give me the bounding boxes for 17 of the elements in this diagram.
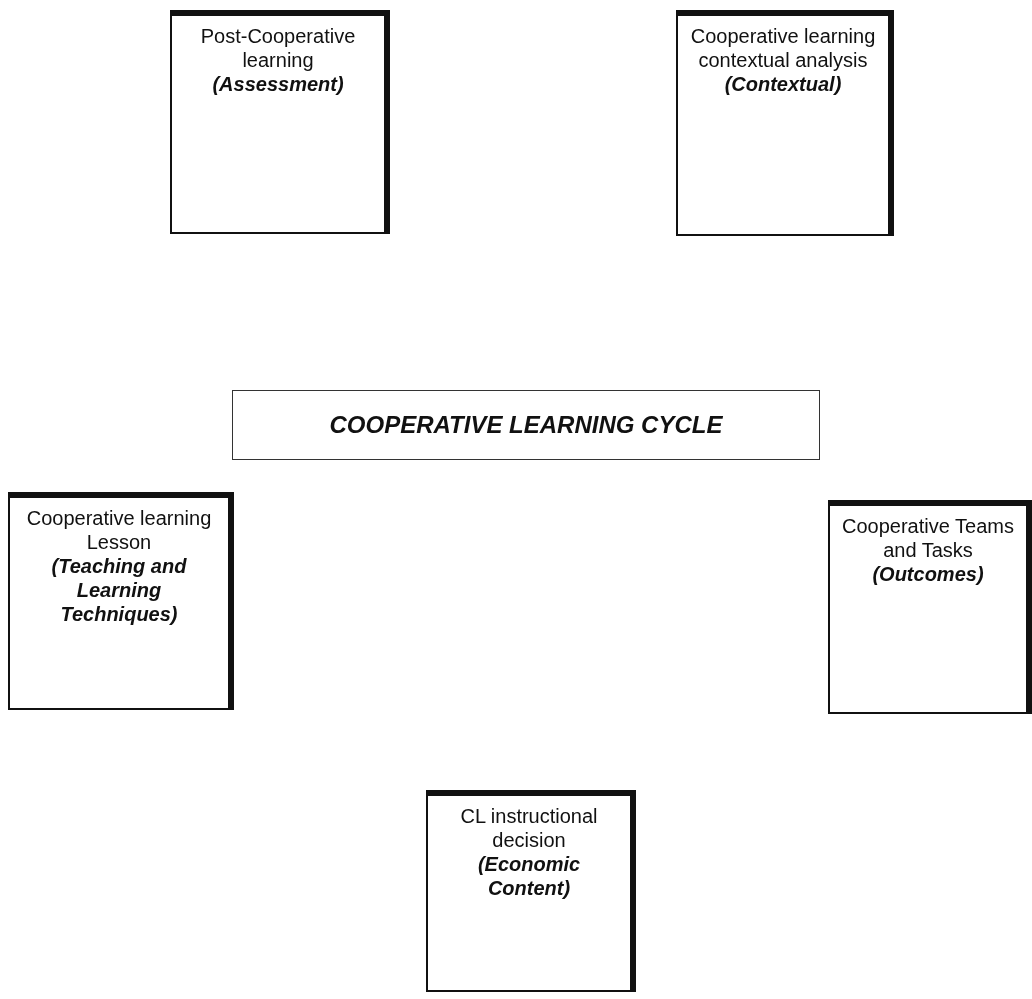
stage-focus: (Economic Content) [476, 852, 582, 900]
stage-box [8, 492, 234, 710]
stage-name: Cooperative learning Lesson [25, 506, 213, 554]
stage-name: CL instructional decision [459, 804, 599, 852]
stage-box [170, 10, 390, 234]
stage-box [676, 10, 894, 236]
stage-box [426, 790, 636, 992]
stage-name: Cooperative learning contextual analysis [689, 24, 877, 72]
stage-name: Cooperative Teams and Tasks [841, 514, 1015, 562]
title-box [232, 390, 820, 460]
stage-name: Post-Cooperative learning [199, 24, 357, 72]
stage-focus: (Teaching and Learning Techniques) [50, 554, 188, 626]
stage-focus: (Outcomes) [872, 562, 984, 586]
stage-box [828, 500, 1032, 714]
stage-focus: (Assessment) [212, 72, 344, 96]
cycle-title: COOPERATIVE LEARNING CYCLE [329, 411, 723, 439]
stage-focus: (Contextual) [724, 72, 842, 96]
